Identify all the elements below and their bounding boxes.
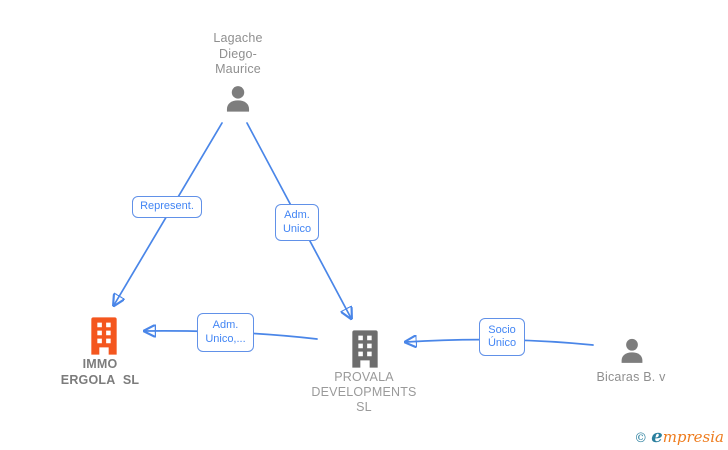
building-icon-immo-ergola[interactable] (88, 316, 120, 356)
building-icon-provala[interactable] (349, 329, 381, 369)
person-icon-lagache[interactable] (221, 84, 255, 116)
empresia-logo[interactable]: © e mpresia (634, 426, 724, 447)
edge-label-adm-unico-more[interactable]: Adm. Unico,... (197, 313, 254, 352)
brand-text: mpresia (662, 428, 724, 446)
copyright-icon: © (634, 431, 648, 446)
node-label-immo-ergola[interactable]: IMMO ERGOLA SL (60, 357, 140, 387)
person-icon-bicaras[interactable] (616, 337, 648, 367)
node-label-provala[interactable]: PROVALA DEVELOPMENTS SL (311, 370, 417, 414)
edge-label-adm-unico[interactable]: Adm. Unico (275, 204, 319, 241)
edge-label-represent[interactable]: Represent. (132, 196, 202, 218)
node-label-bicaras[interactable]: Bicaras B. v (596, 370, 666, 384)
brand-initial: e (651, 426, 663, 447)
node-label-lagache[interactable]: Lagache Diego- Maurice (213, 31, 263, 76)
edge-label-socio-unico[interactable]: Socio Único (479, 318, 525, 356)
